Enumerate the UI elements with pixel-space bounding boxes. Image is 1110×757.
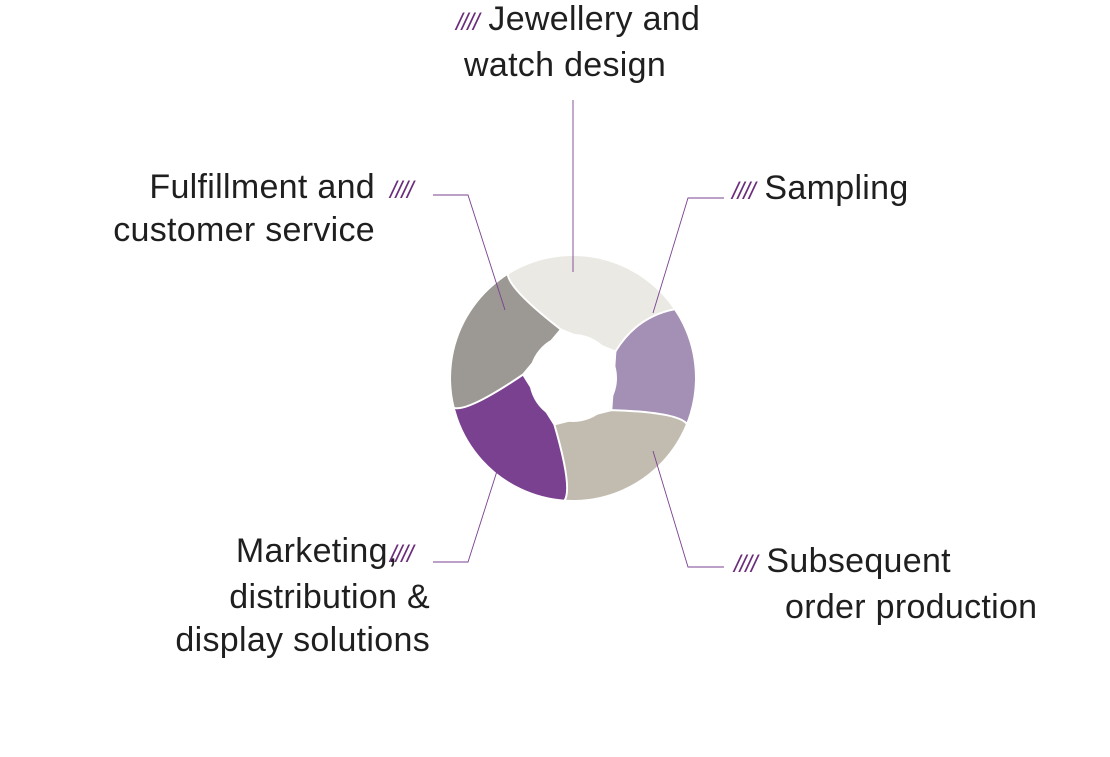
marker-icon: ////	[390, 177, 414, 204]
center-hole	[529, 334, 617, 422]
stage-label-marketing: Marketing, //// distribution & display s…	[175, 530, 430, 662]
stage-label-fulfillment: Fulfillment and customer service	[113, 166, 375, 252]
marker-icon: ////	[732, 178, 756, 205]
connector-lines	[433, 100, 724, 568]
marker-icon: ////	[734, 551, 758, 578]
stage-label-subsequent: //// Subsequent order production	[734, 540, 1037, 629]
connector-subsequent	[652, 450, 724, 568]
segment-jewellery	[506, 254, 677, 353]
stage-label-jewellery: //// Jewellery and watch design	[456, 0, 700, 87]
stage-marketing-line-3: display solutions	[175, 621, 430, 659]
stage-subsequent-line-1: Subsequent	[766, 542, 951, 580]
connector-sampling	[652, 197, 724, 314]
connector-marketing	[433, 445, 506, 563]
stage-fulfillment-line-2: customer service	[113, 211, 375, 249]
stage-marker-fulfillment: ////	[390, 166, 414, 212]
stage-marketing-line-1: Marketing,	[235, 532, 398, 570]
stage-marker-marketing: ////	[390, 530, 414, 576]
cycle-segments	[449, 254, 697, 502]
stage-subsequent-line-2: order production	[785, 588, 1038, 626]
marker-icon: ////	[390, 541, 414, 568]
stage-fulfillment-line-1: Fulfillment and	[149, 168, 375, 206]
stage-jewellery-line-1: Jewellery and	[488, 0, 701, 38]
stage-jewellery-line-2: watch design	[464, 46, 667, 84]
connector-fulfillment	[433, 194, 506, 311]
stage-label-sampling: //// Sampling	[732, 167, 909, 213]
stage-sampling-line-1: Sampling	[764, 169, 909, 207]
marker-icon: ////	[456, 9, 480, 36]
stage-marketing-line-2: distribution &	[229, 578, 430, 616]
